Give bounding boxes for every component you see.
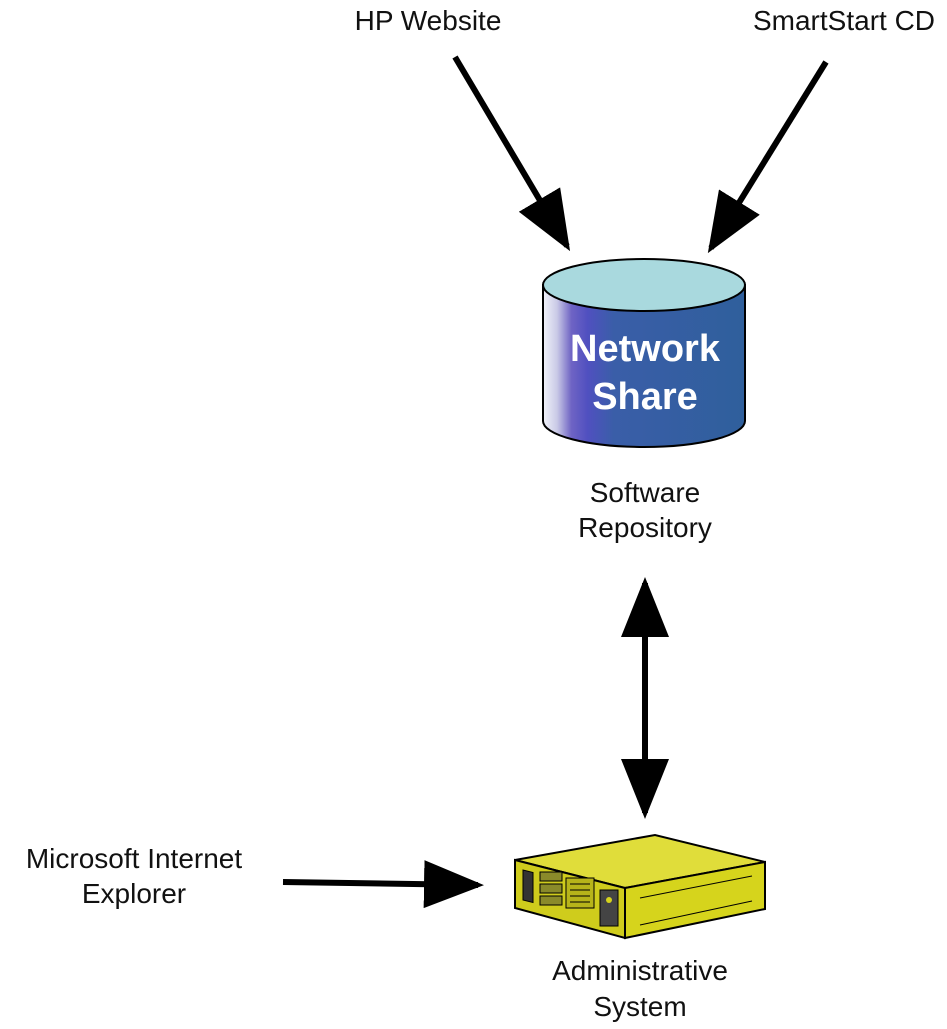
database-cylinder-icon — [542, 258, 746, 448]
arrow-client-to-admin — [282, 860, 484, 909]
client-label-line1: Microsoft Internet — [26, 843, 243, 874]
server-icon — [514, 833, 766, 940]
admin-caption-line2: System — [593, 991, 686, 1022]
repository-caption-line2: Repository — [578, 512, 712, 543]
drum-label-line1: Network — [570, 328, 721, 370]
arrow-smartstart-to-repository — [707, 60, 829, 254]
source-label-hp-website: HP Website — [355, 5, 502, 36]
arrow-hp-to-repository — [452, 55, 571, 252]
drum-label-line2: Share — [592, 376, 698, 418]
source-label-smartstart-cd: SmartStart CD — [753, 5, 935, 36]
admin-caption-line1: Administrative — [552, 955, 728, 986]
client-label-line2: Explorer — [82, 878, 186, 909]
repository-caption-line1: Software — [590, 477, 701, 508]
